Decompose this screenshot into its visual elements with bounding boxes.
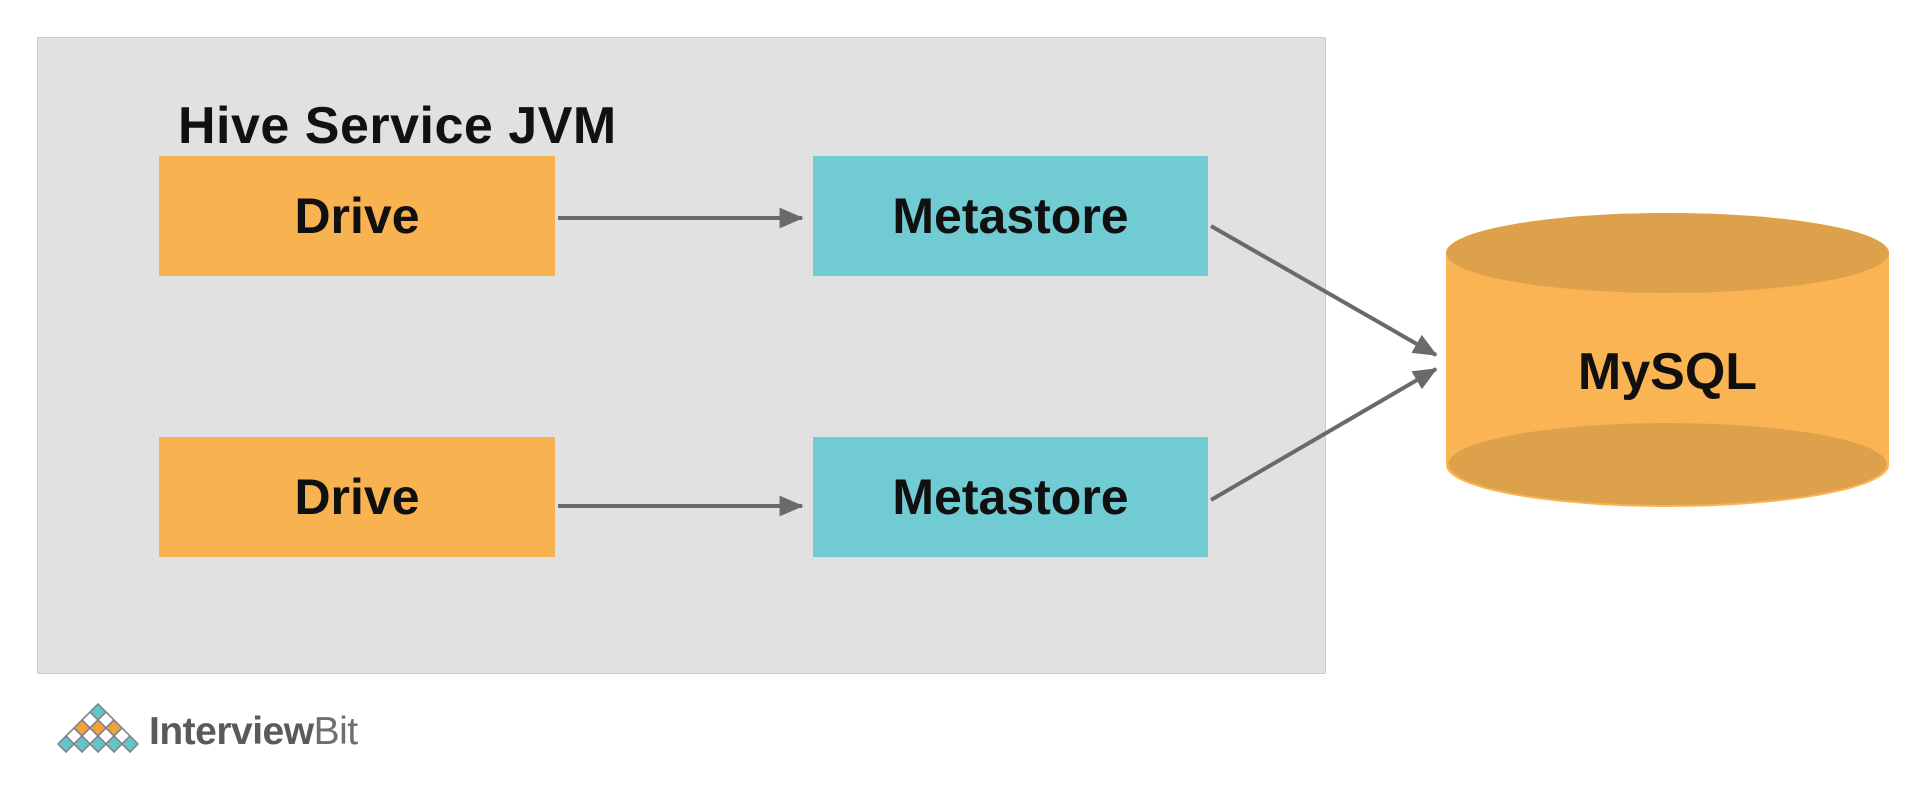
node-drive-top: Drive xyxy=(159,156,555,276)
logo-mark-row5 xyxy=(57,735,139,753)
node-drive-bottom: Drive xyxy=(159,437,555,557)
node-drive-top-label: Drive xyxy=(294,188,420,244)
node-metastore-bottom-label: Metastore xyxy=(892,469,1129,525)
node-metastore-bottom: Metastore xyxy=(813,437,1208,557)
node-metastore-top-label: Metastore xyxy=(892,188,1129,244)
node-drive-bottom-label: Drive xyxy=(294,469,420,525)
cylinder-top-cap xyxy=(1446,213,1889,293)
interviewbit-logo: InterviewBit xyxy=(56,702,358,754)
interviewbit-logo-mark-icon xyxy=(57,703,139,753)
group-title: Hive Service JVM xyxy=(178,97,617,155)
cylinder-bottom-cap xyxy=(1448,423,1887,505)
interviewbit-wordmark: InterviewBit xyxy=(149,712,358,754)
node-metastore-top: Metastore xyxy=(813,156,1208,276)
mysql-database-cylinder xyxy=(1446,213,1889,507)
wordmark-interview: Interview xyxy=(149,710,314,753)
logo-mark-row3 xyxy=(73,719,123,737)
node-mysql-label: MySQL xyxy=(1577,343,1758,401)
wordmark-bit: Bit xyxy=(313,710,359,753)
hive-service-jvm-group: Hive Service JVM xyxy=(37,37,1326,674)
